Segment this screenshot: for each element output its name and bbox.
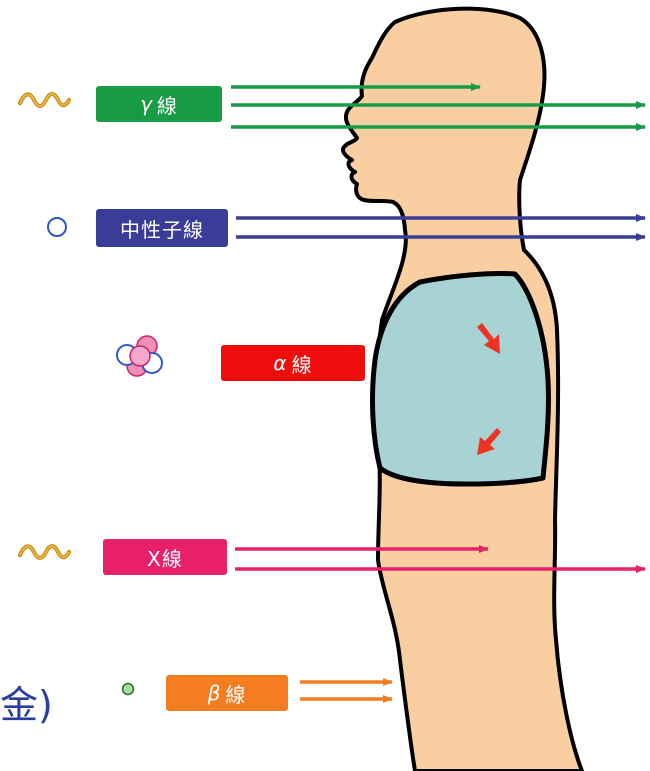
neutron-ray-label: 中性子線 (96, 209, 228, 247)
gamma-symbol: γ (140, 92, 153, 116)
gamma-label-text: 線 (157, 90, 178, 119)
beta-ray-arrows (300, 682, 392, 699)
beta-symbol: β (208, 681, 222, 705)
helium-nucleus-icon (117, 336, 162, 376)
beta-label-text: 線 (225, 679, 246, 708)
corner-caption-fragment: 金) (0, 686, 53, 724)
beta-small-dot-icon (123, 684, 134, 695)
alpha-label-text: 線 (292, 349, 313, 378)
neutron-label-text: 中性子線 (120, 214, 204, 243)
lung-shape (373, 273, 549, 484)
x-ray-label: X線 (103, 539, 227, 575)
alpha-symbol: α (273, 351, 287, 375)
neutron-circle-icon (48, 218, 66, 236)
x-ray-label-text: X線 (147, 543, 183, 572)
